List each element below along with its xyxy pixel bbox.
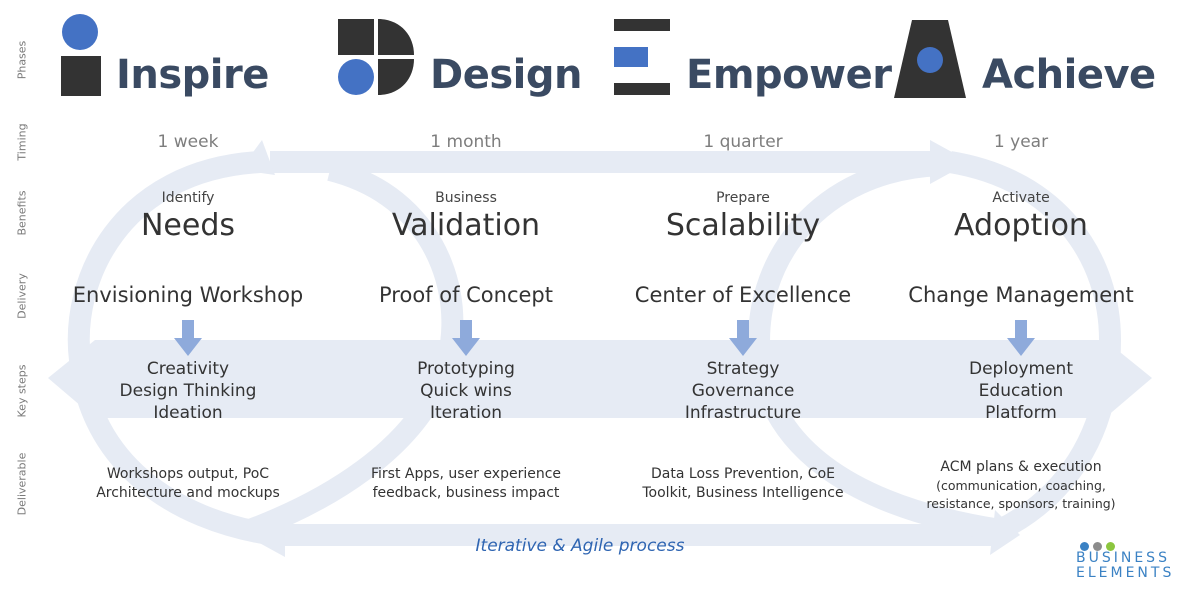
benefit-achieve: Adoption [954,208,1088,243]
key-step: Deployment [969,359,1073,379]
brand-dot-blue [1080,542,1089,551]
deliverable-inspire: Workshops output, PoC Architecture and m… [48,465,328,503]
down-arrow-icon [174,320,202,356]
loop-arrow-head-left [240,140,275,175]
deliverable-line: (communication, coaching, [936,478,1106,493]
delivery-design: Proof of Concept [379,283,553,307]
key-steps-inspire: Creativity Design Thinking Ideation [48,358,328,424]
key-step: Infrastructure [684,403,802,423]
down-arrow-icon [452,320,480,356]
key-step: Iteration [429,403,503,423]
brand-dot-green [1106,542,1115,551]
delivery-inspire: Envisioning Workshop [72,283,304,307]
deliverable-achieve: ACM plans & execution (communication, co… [881,458,1161,513]
brand-line-2: ELEMENTS [1076,565,1175,581]
brand-dots [1080,542,1196,551]
deliverable-line: resistance, sponsors, training) [926,496,1116,511]
deliverable-line: feedback, business impact [372,485,560,501]
benefit-inspire: Needs [140,208,236,243]
key-steps-design: Prototyping Quick wins Iteration [326,358,606,424]
brand-line-1: BUSINESS [1076,550,1170,566]
deliverable-line: Toolkit, Business Intelligence [642,485,844,501]
achieve-logo-icon [894,20,966,98]
process-label: Iterative & Agile process [475,536,685,556]
key-step: Ideation [153,403,223,423]
phase-title-empower: Empower [686,52,892,98]
deliverable-empower: Data Loss Prevention, CoE Toolkit, Busin… [603,465,883,503]
benefit-verb-empower: Prepare [716,190,770,206]
design-logo-icon [338,19,414,95]
delivery-empower: Center of Excellence [634,283,852,307]
timing-achieve: 1 year [993,132,1049,152]
deliverable-line: Data Loss Prevention, CoE [651,466,835,482]
down-arrow-icon [1007,320,1035,356]
timing-design: 1 month [430,132,502,152]
timing-inspire: 1 week [157,132,219,152]
key-step: Education [978,381,1064,401]
key-steps-band [48,340,1152,418]
key-steps-achieve: Deployment Education Platform [881,358,1161,424]
delivery-achieve: Change Management [908,283,1134,307]
benefit-verb-achieve: Activate [992,190,1050,206]
key-step: Strategy [706,359,780,379]
business-elements-logo: BUSINESS ELEMENTS [1076,542,1196,581]
key-step: Prototyping [417,359,515,379]
deliverable-line: Workshops output, PoC [106,466,270,482]
deliverable-line: First Apps, user experience [370,466,562,482]
benefit-verb-design: Business [435,190,497,206]
down-arrow-icon [729,320,757,356]
empower-logo-icon [614,19,670,95]
timing-empower: 1 quarter [703,132,783,152]
benefit-verb-inspire: Identify [161,190,215,206]
phase-title-achieve: Achieve [982,52,1156,98]
key-step: Platform [985,403,1057,423]
top-arrow-head [930,140,970,184]
deliverable-line: ACM plans & execution [940,459,1102,475]
inspire-logo-icon [61,14,101,96]
key-step: Quick wins [420,381,512,401]
phase-title-inspire: Inspire [116,52,269,98]
benefit-empower: Scalability [665,208,821,243]
brand-dot-gray [1093,542,1102,551]
key-step: Creativity [146,359,230,379]
deliverable-line: Architecture and mockups [96,485,280,501]
loop-arrow-head-right [990,510,1020,555]
key-step: Governance [691,381,795,401]
bottom-arrow-head [245,513,285,557]
right-loop [948,151,1122,540]
key-step: Design Thinking [119,381,257,401]
benefit-design: Validation [391,208,541,243]
deliverable-design: First Apps, user experience feedback, bu… [326,465,606,503]
phase-title-design: Design [430,52,582,98]
key-steps-empower: Strategy Governance Infrastructure [603,358,883,424]
